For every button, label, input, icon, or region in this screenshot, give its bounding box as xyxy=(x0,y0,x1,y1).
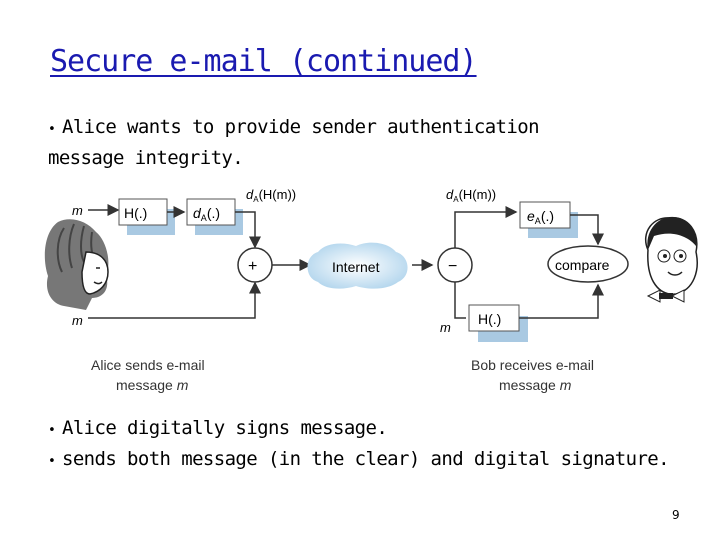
bullet-list-bottom: • Alice digitally signs message. • sends b… xyxy=(48,414,670,476)
arrow-hash-to-compare xyxy=(519,283,604,319)
bullet-text: Alice wants to provide sender authentica… xyxy=(62,116,540,138)
signature-label-alice: dA(H(m)) xyxy=(246,187,296,204)
alice-caption-line2: message m xyxy=(116,377,189,393)
bullet-text: Alice digitally signs message. xyxy=(62,417,388,439)
bullet-item: • Alice digitally signs message. xyxy=(48,414,669,445)
arrow-minus-to-verify xyxy=(454,206,518,248)
bullet-continuation: message integrity. xyxy=(48,147,244,169)
sign-box-label: dA(.) xyxy=(193,205,220,223)
slide-title: Secure e-mail (continued) xyxy=(50,44,478,79)
alice-figure xyxy=(44,219,109,310)
bullet-text: sends both message (in the clear) and di… xyxy=(62,448,670,470)
bullet-dot: • xyxy=(48,454,56,469)
arrow-minus-to-hash xyxy=(454,282,466,319)
hash-box xyxy=(118,198,168,226)
hash-box-label: H(.) xyxy=(124,205,147,221)
verify-box-label: eA(.) xyxy=(527,208,554,226)
bullet-list-top: • Alice wants to provide sender authentic… xyxy=(48,113,540,173)
compare-ellipse xyxy=(547,245,629,283)
compare-label: compare xyxy=(555,257,610,273)
internet-cloud xyxy=(307,242,408,289)
alice-message-label-bottom: m xyxy=(72,313,83,328)
arrow-verify-to-compare xyxy=(570,214,604,246)
alice-message-label: m xyxy=(72,203,83,218)
bullet-dot: • xyxy=(48,423,56,438)
signature-label-bob: dA(H(m)) xyxy=(446,187,496,204)
bob-hash-box-label: H(.) xyxy=(478,311,501,327)
plus-symbol: + xyxy=(248,258,257,275)
bob-message-label: m xyxy=(440,320,451,335)
bullet-item: • Alice wants to provide sender authentic… xyxy=(48,113,540,144)
alice-caption-line1: Alice sends e-mail xyxy=(91,357,205,373)
internet-label: Internet xyxy=(332,259,380,275)
page-number: 9 xyxy=(672,508,680,522)
minus-symbol: − xyxy=(448,258,457,275)
bullet-item: • sends both message (in the clear) and d… xyxy=(48,445,670,476)
bob-caption-line1: Bob receives e-mail xyxy=(471,357,594,373)
arrow-m-to-plus xyxy=(88,281,261,319)
bob-caption-line2: message m xyxy=(499,377,572,393)
verify-box xyxy=(519,201,571,229)
sign-box xyxy=(186,198,236,226)
bullet-dot: • xyxy=(48,122,56,137)
arrow-sign-to-plus xyxy=(235,211,261,249)
bob-figure xyxy=(645,216,698,303)
